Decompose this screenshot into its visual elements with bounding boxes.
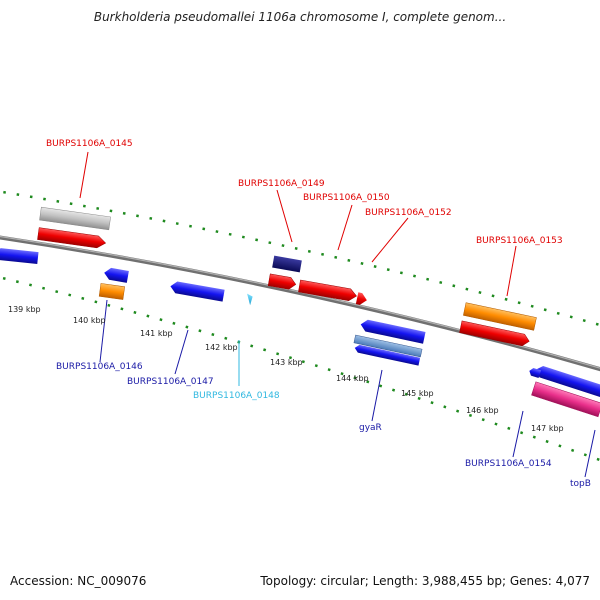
gene-BURPS1106A_0147[interactable] bbox=[169, 280, 225, 302]
chromosome-backbone bbox=[0, 235, 600, 372]
gene-label-BURPS1106A_0147[interactable]: BURPS1106A_0147 bbox=[127, 377, 214, 387]
gc-track-inner bbox=[0, 276, 600, 462]
gene-label-topB[interactable]: topB bbox=[570, 479, 591, 489]
gene-label-BURPS1106A_0146[interactable]: BURPS1106A_0146 bbox=[56, 362, 143, 372]
accession-text: Accession: NC_009076 bbox=[10, 574, 147, 588]
gene-BURPS1106A_0154-blue[interactable] bbox=[534, 364, 600, 398]
gene-BURPS1106A_0153[interactable] bbox=[459, 320, 531, 347]
gene-label-BURPS1106A_0150[interactable]: BURPS1106A_0150 bbox=[303, 193, 390, 203]
gene-label-BURPS1106A_0153[interactable]: BURPS1106A_0153 bbox=[476, 236, 563, 246]
gene-label-BURPS1106A_0145[interactable]: BURPS1106A_0145 bbox=[46, 139, 133, 149]
gene-BURPS1106A_0145-pseudo[interactable] bbox=[39, 206, 111, 231]
chromosome-backbone-highlight bbox=[0, 235, 600, 369]
gene-reverse-left[interactable] bbox=[0, 248, 39, 265]
gene-label-BURPS1106A_0149[interactable]: BURPS1106A_0149 bbox=[238, 179, 325, 189]
gene-BURPS1106A_0149-dark[interactable] bbox=[272, 255, 302, 273]
tick-label-140: 140 kbp bbox=[73, 316, 106, 325]
tick-label-142: 142 kbp bbox=[205, 343, 238, 352]
gene-BURPS1106A_0146[interactable] bbox=[98, 283, 126, 300]
gene-BURPS1106A_0154[interactable] bbox=[531, 381, 600, 418]
tick-label-146: 146 kbp bbox=[466, 406, 499, 415]
gc-track-outer bbox=[0, 190, 600, 327]
gene-BURPS1106A_0148[interactable] bbox=[245, 293, 253, 306]
tick-label-144: 144 kbp bbox=[336, 374, 369, 383]
gene-label-gyaR[interactable]: gyaR bbox=[359, 423, 382, 433]
gene-BURPS1106A_0146-blue[interactable] bbox=[103, 267, 129, 283]
gene-BURPS1106A_0154-small[interactable] bbox=[528, 367, 542, 379]
gene-gyaR[interactable] bbox=[354, 344, 421, 366]
tick-label-143: 143 kbp bbox=[270, 358, 303, 367]
gene-gyaR-stripe[interactable] bbox=[353, 334, 423, 358]
map-title: Burkholderia pseudomallei 1106a chromoso… bbox=[93, 10, 507, 24]
gene-gyaR-top[interactable] bbox=[359, 318, 426, 344]
gene-BURPS1106A_0153-rna[interactable] bbox=[463, 302, 537, 331]
gene-BURPS1106A_0152[interactable] bbox=[355, 292, 368, 306]
gene-BURPS1106A_0145[interactable] bbox=[37, 227, 107, 249]
tick-label-139: 139 kbp bbox=[8, 305, 41, 314]
gene-BURPS1106A_0150[interactable] bbox=[298, 279, 357, 302]
gene-BURPS1106A_0149[interactable] bbox=[267, 273, 297, 291]
gene-label-BURPS1106A_0152[interactable]: BURPS1106A_0152 bbox=[365, 208, 452, 218]
tick-label-145: 145 kbp bbox=[401, 389, 434, 398]
genome-summary-text: Topology: circular; Length: 3,988,455 bp… bbox=[260, 574, 590, 588]
leader-lines bbox=[79, 151, 596, 478]
gene-label-BURPS1106A_0148[interactable]: BURPS1106A_0148 bbox=[193, 391, 280, 401]
gene-label-BURPS1106A_0154[interactable]: BURPS1106A_0154 bbox=[465, 459, 552, 469]
tick-label-141: 141 kbp bbox=[140, 329, 173, 338]
tick-label-147: 147 kbp bbox=[531, 424, 564, 433]
